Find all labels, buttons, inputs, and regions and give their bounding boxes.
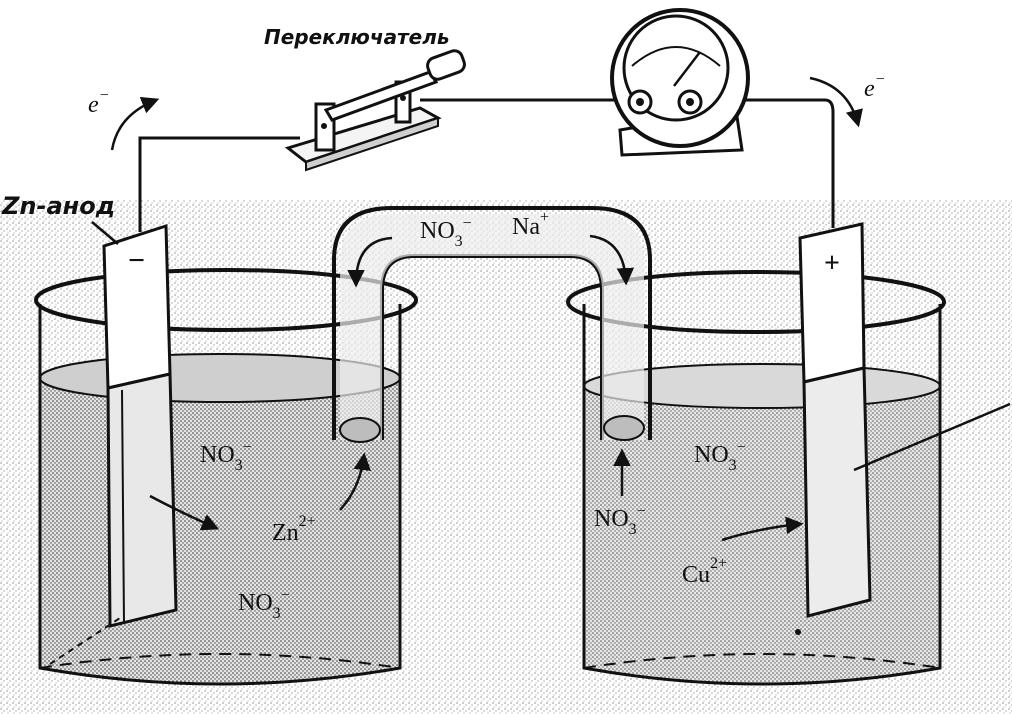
cathode-plus-sign: +: [824, 248, 840, 279]
right-beaker: [566, 222, 1011, 686]
meter-face: [622, 14, 730, 122]
cathode-pointer: [853, 402, 1011, 472]
left-nitrate-bottom: NO3−: [238, 587, 290, 622]
bridge-nitrate-ion: NO3−: [420, 215, 472, 250]
salt-bridge: [332, 206, 652, 443]
text-labels: Переключатель Zn-анод e− e− − + NO3− Na+…: [1, 25, 885, 622]
right-beaker-rim: [566, 270, 946, 334]
electron-label-right: e−: [864, 71, 885, 102]
external-circuit: [138, 98, 835, 232]
left-beaker: [34, 221, 418, 686]
bridge-plug-left: [339, 417, 381, 443]
salt-bridge-tube-outer: [332, 206, 652, 440]
right-nitrate-top: NO3−: [694, 439, 746, 474]
meter-needle: [673, 51, 701, 87]
right-nitrate-mid: NO3−: [594, 503, 646, 538]
knife-switch: [284, 49, 466, 172]
bridge-plug-right: [603, 415, 645, 441]
anode-label: Zn-анод: [1, 192, 115, 220]
right-copper-ion: Cu2+: [682, 555, 727, 588]
left-zinc-ion: Zn2+: [272, 513, 316, 546]
wire-left: [138, 136, 300, 232]
left-ion-arrow: [149, 494, 220, 531]
bridge-flow-arrow-right: [589, 234, 635, 286]
switch-base: [284, 106, 442, 164]
left-beaker-rim: [34, 268, 418, 332]
zn-to-bridge-arrow: [339, 452, 371, 511]
right-ion-arrow: [721, 516, 804, 542]
wire-right: [700, 98, 835, 228]
left-nitrate-top: NO3−: [200, 439, 252, 474]
electron-arrow-left: [110, 97, 160, 151]
electron-label-left: e−: [88, 87, 109, 118]
right-beaker-wall: [582, 304, 942, 686]
electron-arrow-right: [809, 76, 863, 128]
galvanometer: [610, 8, 750, 157]
bridge-flow-arrow-left: [347, 236, 393, 288]
switch-blade: [323, 70, 439, 122]
anode-minus-sign: −: [128, 244, 145, 277]
bridge-sodium-ion: Na+: [512, 209, 549, 240]
meter-scale: [631, 46, 721, 67]
anode-pointer: [91, 221, 119, 245]
left-beaker-wall: [38, 304, 402, 686]
switch-label: Переключатель: [264, 25, 450, 49]
switch-handle: [426, 49, 466, 81]
